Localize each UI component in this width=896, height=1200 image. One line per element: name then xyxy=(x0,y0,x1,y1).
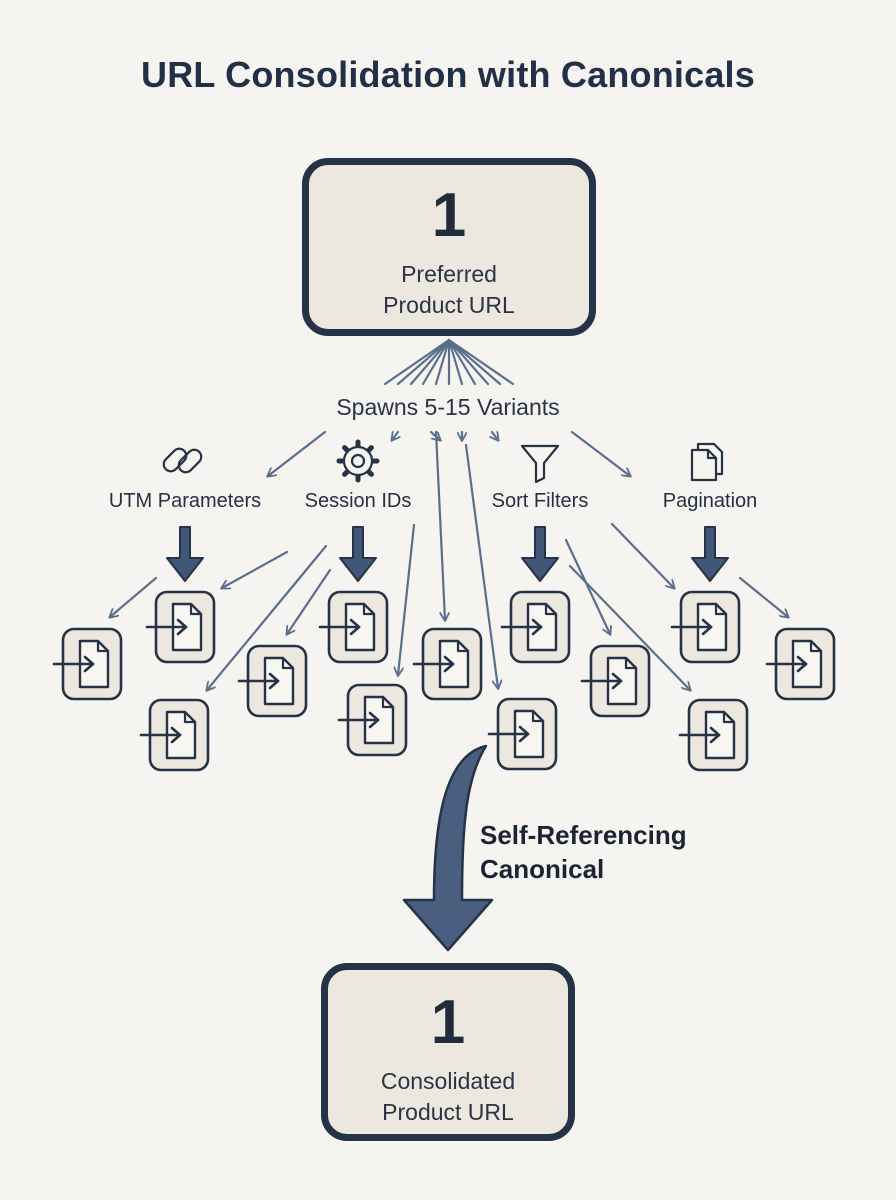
variant-arrow xyxy=(564,538,610,634)
variant-arrow xyxy=(268,430,327,476)
preferred-url-box: 1 Preferred Product URL xyxy=(302,158,596,336)
preferred-url-label: Preferred Product URL xyxy=(383,261,515,318)
variant-documents xyxy=(52,590,836,772)
spawn-ray xyxy=(421,338,451,386)
link-icon xyxy=(162,447,203,474)
category-pagination: Pagination xyxy=(662,490,758,512)
spawn-ray xyxy=(409,338,451,386)
gear-icon xyxy=(336,439,380,483)
variant-url-document xyxy=(765,627,836,701)
category-down-arrow xyxy=(691,526,729,582)
spawn-label-text: Spawns 5-15 Variants xyxy=(330,394,566,420)
variant-arrow xyxy=(287,568,332,634)
variant-url-document xyxy=(580,644,651,718)
variant-url-document xyxy=(237,644,308,718)
variant-url-document xyxy=(145,590,216,664)
consolidated-url-box: 1 Consolidated Product URL xyxy=(321,963,575,1141)
variant-url-document xyxy=(487,697,558,771)
consolidated-url-label: Consolidated Product URL xyxy=(380,1068,516,1125)
consolidation-arrow xyxy=(402,744,494,952)
category-arrows xyxy=(166,526,729,582)
category-icons xyxy=(162,439,724,484)
variant-url-document xyxy=(500,590,571,664)
variant-url-document xyxy=(337,683,408,757)
variant-url-document xyxy=(52,627,123,701)
consolidated-url-count: 1 xyxy=(430,988,466,1057)
pages-icon xyxy=(690,442,724,482)
spawn-ray xyxy=(447,338,464,386)
variant-arrow xyxy=(568,564,690,690)
filter-icon xyxy=(520,444,560,484)
variant-url-document xyxy=(318,590,389,664)
variant-url-document xyxy=(412,627,483,701)
spawn-ray xyxy=(447,338,502,386)
category-down-arrow xyxy=(166,526,204,582)
category-down-arrow xyxy=(339,526,377,582)
variant-arrow xyxy=(464,443,498,688)
preferred-url-count: 1 xyxy=(431,181,467,250)
variant-url-document xyxy=(139,698,210,772)
variant-arrows xyxy=(110,432,788,690)
variant-arrow xyxy=(398,523,416,675)
variant-arrow xyxy=(570,430,630,476)
spawn-ray xyxy=(447,338,515,386)
variant-arrow xyxy=(222,550,289,588)
variant-arrow xyxy=(207,544,328,690)
spawn-label: Spawns 5-15 Variants xyxy=(0,394,896,421)
spawn-ray xyxy=(396,338,451,386)
diagram-title: URL Consolidation with Canonicals xyxy=(141,54,755,95)
variant-arrow xyxy=(610,522,674,588)
category-down-arrow xyxy=(521,526,559,582)
category-sort-filters: Sort Filters xyxy=(491,490,589,512)
spawn-ray xyxy=(447,338,477,386)
spawn-ray xyxy=(447,338,490,386)
spawn-ray xyxy=(383,338,451,386)
category-utm-parameters: UTM Parameters xyxy=(108,490,262,512)
variant-arrow xyxy=(492,432,498,440)
variant-url-document xyxy=(670,590,741,664)
category-session-ids: Session IDs xyxy=(304,490,412,512)
variant-arrow xyxy=(434,430,445,620)
variant-arrow xyxy=(110,576,158,617)
variant-arrow xyxy=(738,576,788,617)
canonical-caption: Self-Referencing Canonical xyxy=(480,820,687,884)
variant-url-document xyxy=(678,698,749,772)
variant-arrow xyxy=(392,432,398,440)
spawn-rays xyxy=(383,338,515,386)
spawn-ray xyxy=(434,338,451,386)
